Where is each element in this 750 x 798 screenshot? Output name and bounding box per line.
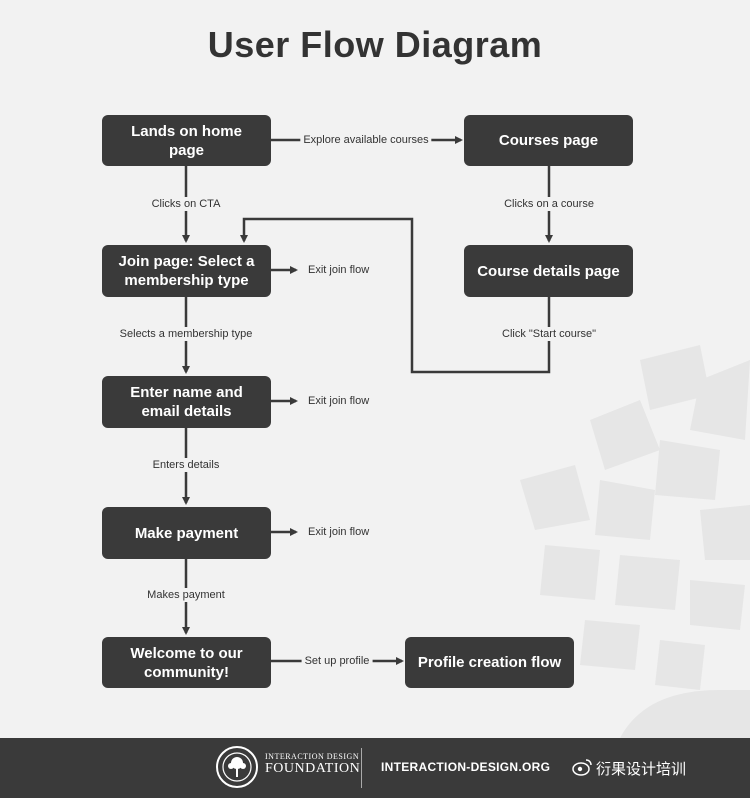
org-name: INTERACTION DESIGN FOUNDATION: [265, 752, 360, 777]
node-course-details: Course details page: [464, 245, 633, 297]
weibo-icon: [572, 759, 592, 776]
flow-connectors: [182, 136, 553, 665]
org-name-line2: FOUNDATION: [265, 761, 361, 776]
edge-label-explore: Explore available courses: [300, 133, 432, 147]
edge-label-exit-1: Exit join flow: [308, 264, 370, 276]
node-payment: Make payment: [102, 507, 271, 559]
node-home: Lands on home page: [102, 115, 271, 166]
node-welcome: Welcome to our community!: [102, 637, 271, 688]
node-join: Join page: Select a membership type: [102, 245, 271, 297]
edge-label-clicks-course: Clicks on a course: [501, 197, 597, 211]
org-name-line1: INTERACTION DESIGN: [265, 752, 360, 761]
watermark-text: 衍果设计培训: [596, 760, 687, 778]
edge-label-clicks-cta: Clicks on CTA: [148, 197, 224, 211]
edge-label-exit-3: Exit join flow: [308, 526, 370, 538]
tree-watermark: [520, 345, 750, 738]
node-enter-details: Enter name and email details: [102, 376, 271, 428]
edge-details-join: [240, 217, 551, 374]
edge-label-selects-membership: Selects a membership type: [116, 327, 256, 341]
edge-label-start-course: Click "Start course": [499, 327, 599, 341]
edge-label-enters-details: Enters details: [149, 458, 223, 472]
watermark: 衍果设计培训: [572, 758, 687, 779]
footer: INTERACTION DESIGN FOUNDATION INTERACTIO…: [0, 738, 750, 798]
edge-label-exit-2: Exit join flow: [308, 395, 370, 407]
node-courses: Courses page: [464, 115, 633, 166]
node-profile: Profile creation flow: [405, 637, 574, 688]
footer-divider: [361, 748, 362, 788]
page-title: User Flow Diagram: [207, 24, 543, 65]
edge-label-setup-profile: Set up profile: [301, 654, 373, 668]
edge-label-makes-payment: Makes payment: [144, 588, 228, 602]
site-link[interactable]: INTERACTION-DESIGN.ORG: [381, 760, 551, 774]
foundation-logo-icon: [216, 746, 258, 788]
